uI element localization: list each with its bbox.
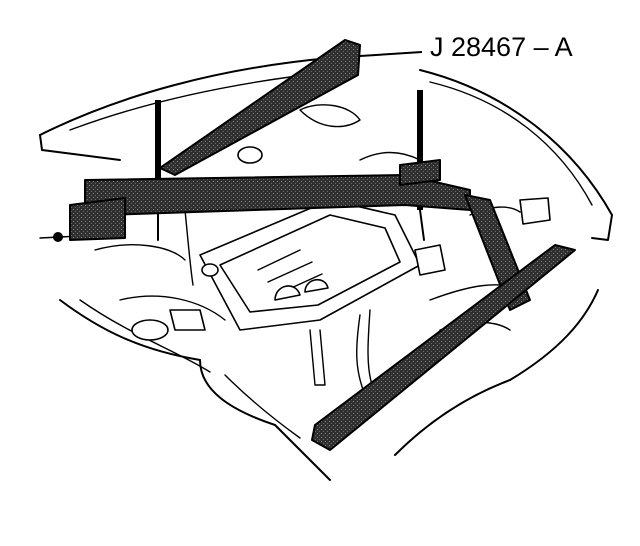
support-fixture-rear-beam [159, 39, 361, 176]
support-fixture-tool [69, 39, 576, 451]
callout-leader-line [359, 51, 423, 57]
hood-opening [39, 57, 613, 481]
tool-callout-label: J 28467 – A [430, 32, 573, 62]
support-fixture-front-rail [311, 244, 576, 451]
engine-assembly [94, 104, 551, 396]
